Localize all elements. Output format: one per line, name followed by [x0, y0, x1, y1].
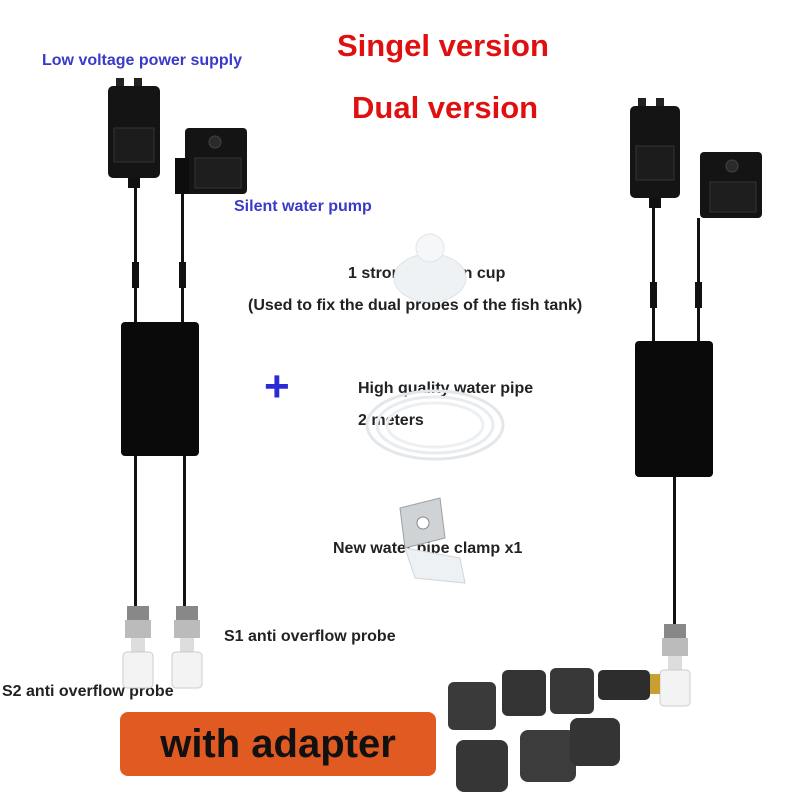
pipe-length-label: 2 meters: [358, 412, 424, 429]
cable: [183, 456, 186, 608]
pump-label: Silent water pump: [234, 198, 372, 215]
cable: [652, 206, 655, 344]
water-pump-image: [700, 152, 762, 218]
cable: [673, 477, 676, 627]
cable: [181, 194, 184, 323]
controller-box: [121, 322, 199, 456]
cable: [134, 188, 137, 323]
cable-connector: [179, 262, 186, 288]
s1-probe-image: [171, 606, 203, 689]
suction-cup-note: (Used to fix the dual probes of the fish…: [248, 297, 583, 314]
pipe-label: High quality water pipe: [358, 380, 534, 397]
pipe-clamp-image: [399, 497, 466, 584]
cable: [697, 218, 700, 344]
clamp-label: New water pipe clamp x1: [333, 540, 523, 557]
with-adapter-banner: with adapter: [120, 712, 436, 776]
controller-box: [635, 341, 713, 477]
suction-cup-image: [393, 233, 467, 303]
cable-connector: [650, 282, 657, 308]
water-pipe-image: [365, 389, 505, 461]
single-version-title: Singel version: [337, 28, 549, 63]
cable-connector: [695, 282, 702, 308]
power-adapter-image: [630, 98, 680, 208]
plus-sign: +: [264, 362, 290, 411]
s2-probe-image: [122, 606, 154, 689]
power-adapter-image: [108, 78, 160, 188]
water-pump-image: [175, 128, 247, 194]
cable: [134, 456, 137, 608]
s1-probe-label: S1 anti overflow probe: [224, 628, 396, 645]
power-supply-label: Low voltage power supply: [42, 52, 243, 69]
cable-connector: [132, 262, 139, 288]
plug-adapters-image: [448, 668, 660, 792]
dual-version-title: Dual version: [352, 90, 539, 125]
probe-image: [659, 624, 691, 707]
